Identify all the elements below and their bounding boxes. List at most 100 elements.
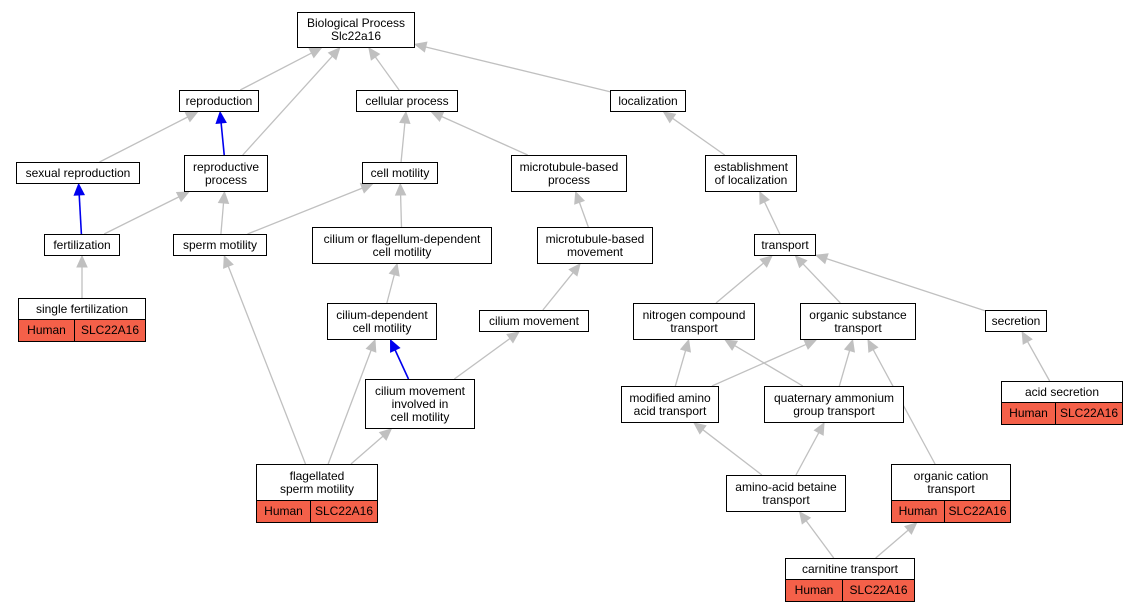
term-single-fertilization[interactable]: single fertilization	[18, 298, 146, 320]
term-label: quaternary ammonium group transport	[773, 390, 895, 418]
edge-arrowhead	[813, 421, 825, 436]
term-label: reproduction	[185, 93, 253, 108]
term-microtubule-based-process[interactable]: microtubule-based process	[511, 155, 627, 192]
term-cellular-process[interactable]: cellular process	[356, 90, 458, 112]
term-cilium-movement-involved[interactable]: cilium movement involved in cell motilit…	[365, 379, 475, 429]
term-label: cell motility	[370, 165, 430, 180]
edge-arrowhead	[223, 254, 234, 269]
term-secretion[interactable]: secretion	[985, 310, 1047, 332]
term-carnitine-transport[interactable]: carnitine transport	[785, 558, 915, 580]
term-label: fertilization	[53, 237, 111, 252]
term-label: organic cation transport	[913, 468, 989, 496]
gene-symbol-cell[interactable]: SLC22A16	[842, 579, 915, 602]
edge-is-a	[715, 262, 764, 304]
term-amino-acid-betaine-transport[interactable]: amino-acid betaine transport	[726, 475, 846, 512]
edge-part-of	[78, 194, 83, 235]
edge-is-a	[1026, 341, 1051, 382]
term-sperm-motility[interactable]: sperm motility	[173, 234, 267, 256]
term-transport[interactable]: transport	[754, 234, 816, 256]
edge-arrowhead	[378, 428, 393, 441]
edge-is-a	[374, 56, 400, 91]
term-label: microtubule-based movement	[545, 231, 645, 259]
edge-is-a	[399, 194, 403, 228]
edge-is-a	[441, 115, 528, 156]
edge-is-a	[838, 350, 851, 387]
term-label: organic substance transport	[809, 307, 907, 335]
edge-is-a	[247, 187, 363, 235]
edge-is-a	[425, 46, 611, 93]
term-label: cilium-dependent cell motility	[336, 307, 428, 335]
edge-arrowhead	[1021, 330, 1033, 345]
edge-arrowhead	[568, 263, 581, 277]
term-label: amino-acid betaine transport	[735, 479, 837, 507]
edge-arrowhead	[798, 511, 812, 525]
edge-part-of	[220, 122, 226, 156]
edge-is-a	[400, 122, 406, 163]
edge-is-a	[674, 350, 687, 387]
edge-arrowhead	[184, 111, 199, 123]
gene-symbol-cell[interactable]: SLC22A16	[310, 500, 378, 523]
term-flagellated-sperm-motility[interactable]: flagellated sperm motility	[256, 464, 378, 501]
edge-arrowhead	[803, 339, 818, 350]
edge-is-a	[795, 432, 820, 476]
edge-arrowhead	[388, 262, 400, 277]
term-label: acid secretion	[1024, 384, 1100, 399]
gene-species-cell[interactable]: Human	[891, 500, 945, 523]
edge-arrowhead	[73, 182, 86, 196]
term-label: cilium movement	[488, 313, 580, 328]
edge-is-a	[805, 520, 835, 559]
term-reproduction[interactable]: reproduction	[179, 90, 259, 112]
gene-species-cell[interactable]: Human	[785, 579, 843, 602]
edge-is-a	[802, 263, 841, 304]
edge-arrowhead	[867, 338, 879, 353]
edge-arrowhead	[399, 110, 411, 125]
edge-arrowhead	[359, 182, 374, 194]
term-label: single fertilization	[35, 301, 129, 316]
edge-arrowhead	[759, 190, 770, 205]
term-label: modified amino acid transport	[629, 390, 711, 418]
gene-species-cell[interactable]: Human	[18, 319, 75, 342]
edge-is-a	[763, 201, 781, 235]
term-label: sexual reproduction	[25, 165, 131, 180]
gene-species-cell[interactable]: Human	[256, 500, 311, 523]
term-fertilization[interactable]: fertilization	[44, 234, 120, 256]
gene-symbol-cell[interactable]: SLC22A16	[1055, 402, 1123, 425]
edge-is-a	[242, 55, 333, 156]
term-root[interactable]: Biological Process Slc22a16	[297, 12, 415, 48]
edge-is-a	[386, 274, 395, 304]
edge-is-a	[542, 272, 574, 311]
term-label: carnitine transport	[801, 561, 899, 576]
term-cell-motility[interactable]: cell motility	[362, 162, 438, 184]
term-cilium-dependent[interactable]: cilium-dependent cell motility	[327, 303, 437, 340]
gene-species-cell[interactable]: Human	[1001, 402, 1056, 425]
term-acid-secretion[interactable]: acid secretion	[1001, 381, 1123, 403]
edge-is-a	[826, 258, 986, 312]
edge-arrowhead	[413, 41, 428, 53]
term-label: cilium or flagellum-dependent cell motil…	[323, 231, 481, 259]
gene-symbol-cell[interactable]: SLC22A16	[944, 500, 1011, 523]
edge-is-a	[711, 343, 807, 387]
edge-arrowhead	[693, 422, 707, 435]
edge-is-a	[99, 116, 188, 163]
term-establishment-of-localization[interactable]: establishment of localization	[705, 155, 797, 192]
edge-is-a	[875, 529, 909, 559]
term-sexual-reproduction[interactable]: sexual reproduction	[16, 162, 140, 184]
gene-symbol-cell[interactable]: SLC22A16	[74, 319, 146, 342]
term-label: Biological Process Slc22a16	[306, 16, 406, 43]
edge-is-a	[103, 196, 180, 235]
term-nitrogen-compound-transport[interactable]: nitrogen compound transport	[633, 303, 755, 340]
edge-arrowhead	[794, 255, 808, 269]
term-organic-substance-transport[interactable]: organic substance transport	[800, 303, 916, 340]
edge-is-a	[227, 266, 307, 465]
term-organic-cation-transport[interactable]: organic cation transport	[891, 464, 1011, 501]
term-quaternary-ammonium[interactable]: quaternary ammonium group transport	[764, 386, 904, 423]
term-label: flagellated sperm motility	[279, 468, 354, 496]
term-microtubule-based-movement[interactable]: microtubule-based movement	[537, 227, 653, 264]
term-modified-amino-acid-transport[interactable]: modified amino acid transport	[621, 386, 719, 423]
term-localization[interactable]: localization	[610, 90, 686, 112]
term-cilium-or-flagellum-dependent[interactable]: cilium or flagellum-dependent cell motil…	[312, 227, 492, 264]
term-cilium-movement[interactable]: cilium movement	[479, 310, 589, 332]
edge-arrowhead	[662, 111, 677, 124]
term-reproductive-process[interactable]: reproductive process	[184, 155, 268, 192]
